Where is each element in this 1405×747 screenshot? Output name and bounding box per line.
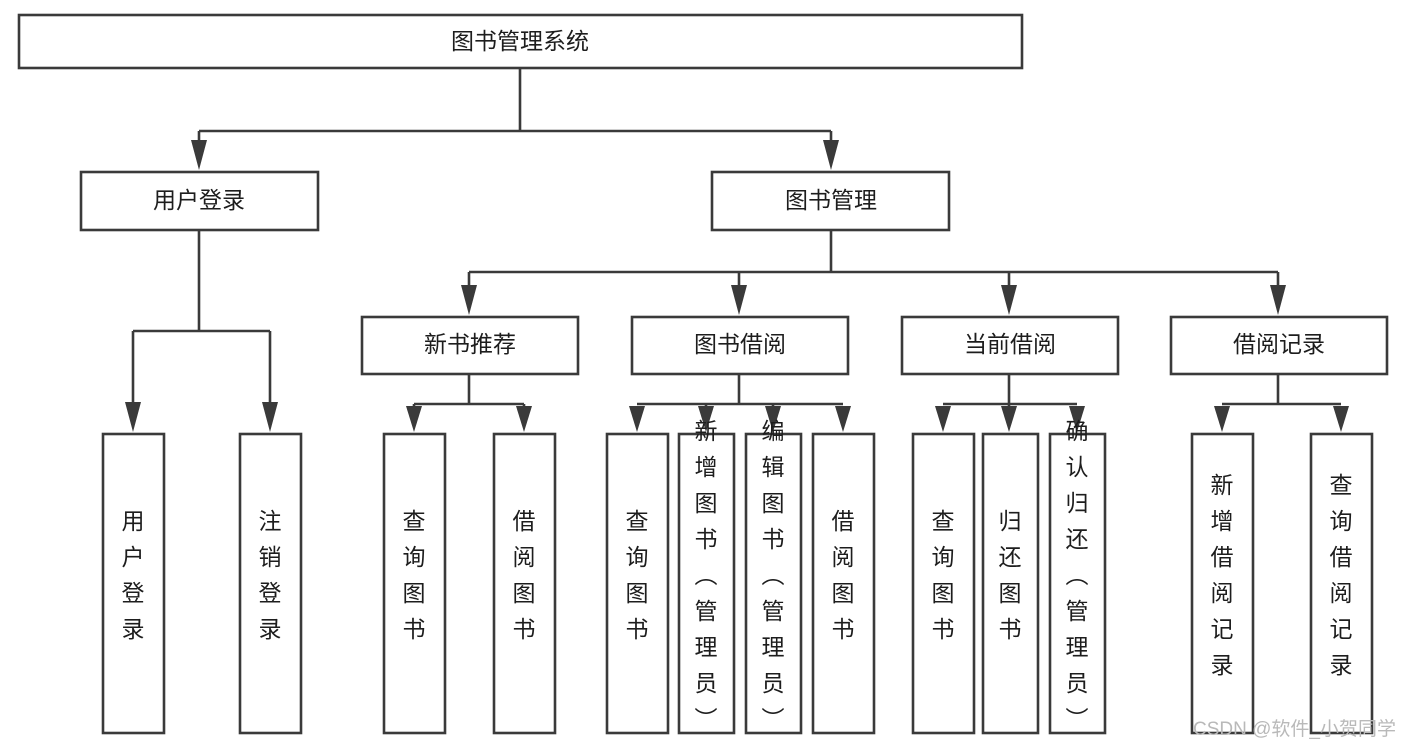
arrow-to-leaf-add-record — [1214, 406, 1230, 432]
arrow-to-leaf-query-book-2 — [629, 406, 645, 432]
arrow-to-leaf-confirm-return — [1069, 406, 1085, 432]
borrow-record-label: 借阅记录 — [1233, 331, 1325, 357]
leaf-edit-book-box[interactable] — [744, 432, 803, 735]
leaf-user-login-box[interactable] — [101, 432, 166, 735]
current-borrow-label: 当前借阅 — [964, 331, 1056, 357]
leaf-add-book-box[interactable] — [677, 432, 736, 735]
leaf-query-record-label: 查询借阅记录 — [1330, 472, 1353, 678]
leaf-query-book-1-label: 查询图书 — [403, 508, 426, 642]
leaf-return-book-box[interactable] — [981, 432, 1040, 735]
arrow-to-current-borrow — [1001, 285, 1017, 315]
node-user-login[interactable]: 用户登录 — [79, 170, 320, 232]
node-current-borrow[interactable]: 当前借阅 — [900, 315, 1120, 376]
book-management-label: 图书管理 — [785, 187, 877, 213]
current-borrow-box[interactable] — [900, 315, 1120, 376]
root-label: 图书管理系统 — [451, 28, 589, 54]
node-leaf-add-record[interactable]: 新增借阅记录 — [1190, 432, 1255, 735]
leaf-logout-login-box[interactable] — [238, 432, 303, 735]
arrow-to-book-management — [823, 140, 839, 170]
connector-layer — [125, 68, 1349, 432]
leaf-query-record-box[interactable] — [1309, 432, 1374, 735]
leaf-query-book-3-label: 查询图书 — [932, 508, 955, 642]
node-leaf-confirm-return[interactable]: 确认归还︵管理员︶ — [1048, 418, 1107, 735]
leaf-add-record-box[interactable] — [1190, 432, 1255, 735]
leaf-borrow-book-1-label: 借阅图书 — [513, 508, 536, 642]
leaf-user-login-label: 用户登录 — [122, 508, 145, 642]
node-leaf-logout-login[interactable]: 注销登录 — [238, 432, 303, 735]
csdn-watermark: CSDN @软件_小贺同学 — [1193, 718, 1396, 740]
leaf-query-book-3-box[interactable] — [911, 432, 976, 735]
leaf-add-book-label: 新增图书︵管理员︶ — [695, 418, 718, 732]
arrow-to-leaf-query-book-3 — [935, 406, 951, 432]
arrow-to-leaf-logout-login — [262, 402, 278, 432]
leaf-add-record-label: 新增借阅记录 — [1211, 472, 1234, 678]
node-leaf-query-book-2[interactable]: 查询图书 — [605, 432, 670, 735]
user-login-label: 用户登录 — [153, 187, 245, 213]
node-leaf-borrow-book-1[interactable]: 借阅图书 — [492, 432, 557, 735]
node-leaf-user-login[interactable]: 用户登录 — [101, 432, 166, 735]
node-leaf-borrow-book-2[interactable]: 借阅图书 — [811, 432, 876, 735]
root-box[interactable] — [17, 13, 1024, 70]
node-leaf-edit-book[interactable]: 编辑图书︵管理员︶ — [744, 418, 803, 735]
node-leaf-query-book-1[interactable]: 查询图书 — [382, 432, 447, 735]
node-leaf-query-record[interactable]: 查询借阅记录 — [1309, 432, 1374, 735]
leaf-query-book-1-box[interactable] — [382, 432, 447, 735]
leaf-confirm-return-label: 确认归还︵管理员︶ — [1066, 418, 1089, 732]
arrow-to-leaf-query-book-1 — [406, 406, 422, 432]
new-book-recommend-box[interactable] — [360, 315, 580, 376]
arrow-to-user-login — [191, 140, 207, 170]
user-login-box[interactable] — [79, 170, 320, 232]
leaf-borrow-book-2-label: 借阅图书 — [832, 508, 855, 642]
leaf-logout-login-label: 注销登录 — [259, 508, 282, 642]
arrow-to-book-borrow — [731, 285, 747, 315]
node-leaf-add-book[interactable]: 新增图书︵管理员︶ — [677, 418, 736, 735]
arrow-to-leaf-borrow-book-1 — [516, 406, 532, 432]
book-borrow-label: 图书借阅 — [694, 331, 786, 357]
arrow-to-new-book-recommend — [461, 285, 477, 315]
leaf-return-book-label: 归还图书 — [999, 508, 1022, 642]
leaf-edit-book-label: 编辑图书︵管理员︶ — [762, 418, 785, 732]
node-new-book-recommend[interactable]: 新书推荐 — [360, 315, 580, 376]
node-book-borrow[interactable]: 图书借阅 — [630, 315, 850, 376]
leaf-borrow-book-1-box[interactable] — [492, 432, 557, 735]
new-book-recommend-label: 新书推荐 — [424, 331, 516, 357]
leaf-query-book-2-box[interactable] — [605, 432, 670, 735]
arrow-to-leaf-return-book — [1001, 406, 1017, 432]
arrow-to-leaf-user-login — [125, 402, 141, 432]
node-leaf-return-book[interactable]: 归还图书 — [981, 432, 1040, 735]
arrow-to-leaf-query-record — [1333, 406, 1349, 432]
node-borrow-record[interactable]: 借阅记录 — [1169, 315, 1389, 376]
arrow-to-leaf-edit-book — [765, 406, 781, 432]
book-management-box[interactable] — [710, 170, 951, 232]
node-leaf-query-book-3[interactable]: 查询图书 — [911, 432, 976, 735]
node-root[interactable]: 图书管理系统 — [17, 13, 1024, 70]
leaf-confirm-return-box[interactable] — [1048, 432, 1107, 735]
borrow-record-box[interactable] — [1169, 315, 1389, 376]
arrow-to-leaf-borrow-book-2 — [835, 406, 851, 432]
book-borrow-box[interactable] — [630, 315, 850, 376]
leaf-borrow-book-2-box[interactable] — [811, 432, 876, 735]
arrow-to-leaf-add-book — [698, 406, 714, 432]
node-book-management[interactable]: 图书管理 — [710, 170, 951, 232]
leaf-query-book-2-label: 查询图书 — [626, 508, 649, 642]
arrow-to-borrow-record — [1270, 285, 1286, 315]
